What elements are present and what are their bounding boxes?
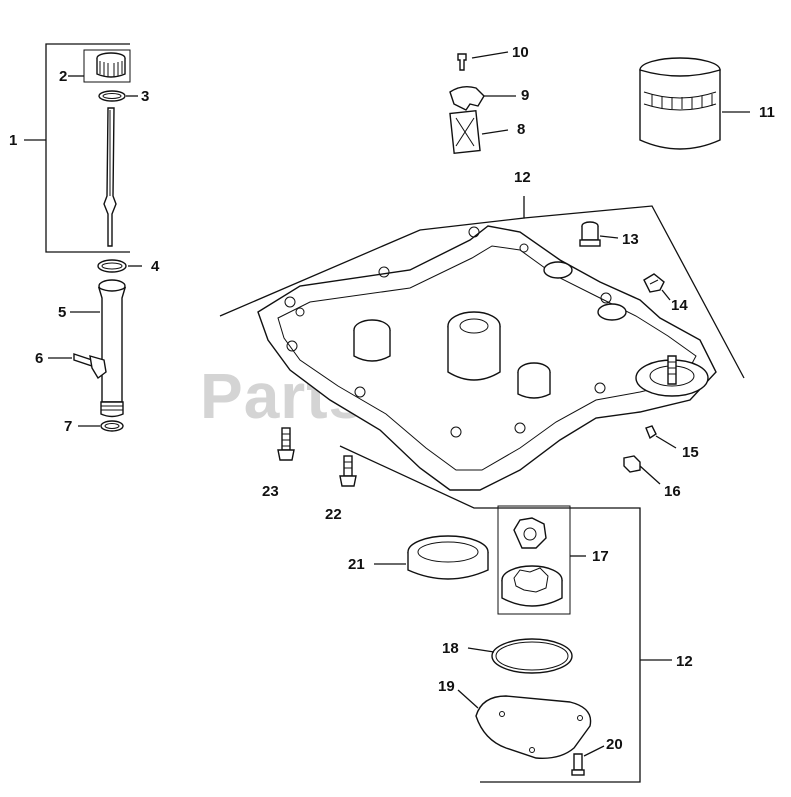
callout-17: 17 <box>592 548 609 565</box>
callout-14: 14 <box>671 297 688 314</box>
callout-19: 19 <box>438 678 455 695</box>
callout-18: 18 <box>442 640 459 657</box>
oil-fill-tube[interactable] <box>73 259 127 432</box>
callout-2: 2 <box>59 68 67 85</box>
callout-1: 1 <box>9 132 17 149</box>
callout-7: 7 <box>64 418 72 435</box>
o-ring[interactable] <box>491 638 573 674</box>
callout-8: 8 <box>517 121 525 138</box>
callout-3: 3 <box>141 88 149 105</box>
callout-23: 23 <box>262 483 279 500</box>
callout-20: 20 <box>606 736 623 753</box>
callout-15: 15 <box>682 444 699 461</box>
callout-11: 11 <box>759 104 775 121</box>
callout-4: 4 <box>151 258 160 275</box>
callout-21: 21 <box>348 556 365 573</box>
callout-16: 16 <box>664 483 681 500</box>
fittings[interactable] <box>579 221 665 473</box>
callout-6: 6 <box>35 350 43 367</box>
oil-pump-rotors[interactable] <box>501 517 563 607</box>
oil-pressure-switch-parts[interactable] <box>449 53 485 155</box>
callout-9: 9 <box>521 87 529 104</box>
dipstick-assembly[interactable] <box>24 43 131 253</box>
callout-12-top: 12 <box>514 169 531 186</box>
oil-seal[interactable] <box>407 535 489 580</box>
pump-cover[interactable] <box>475 695 592 759</box>
cover-screw[interactable] <box>571 753 585 776</box>
callout-10: 10 <box>512 44 529 61</box>
oil-filter[interactable] <box>639 57 721 150</box>
callout-13: 13 <box>622 231 639 248</box>
bolts[interactable] <box>277 427 357 487</box>
oil-pan[interactable] <box>257 225 717 491</box>
callout-5: 5 <box>58 304 66 321</box>
callout-22: 22 <box>325 506 342 523</box>
callout-12-bottom: 12 <box>676 653 693 670</box>
